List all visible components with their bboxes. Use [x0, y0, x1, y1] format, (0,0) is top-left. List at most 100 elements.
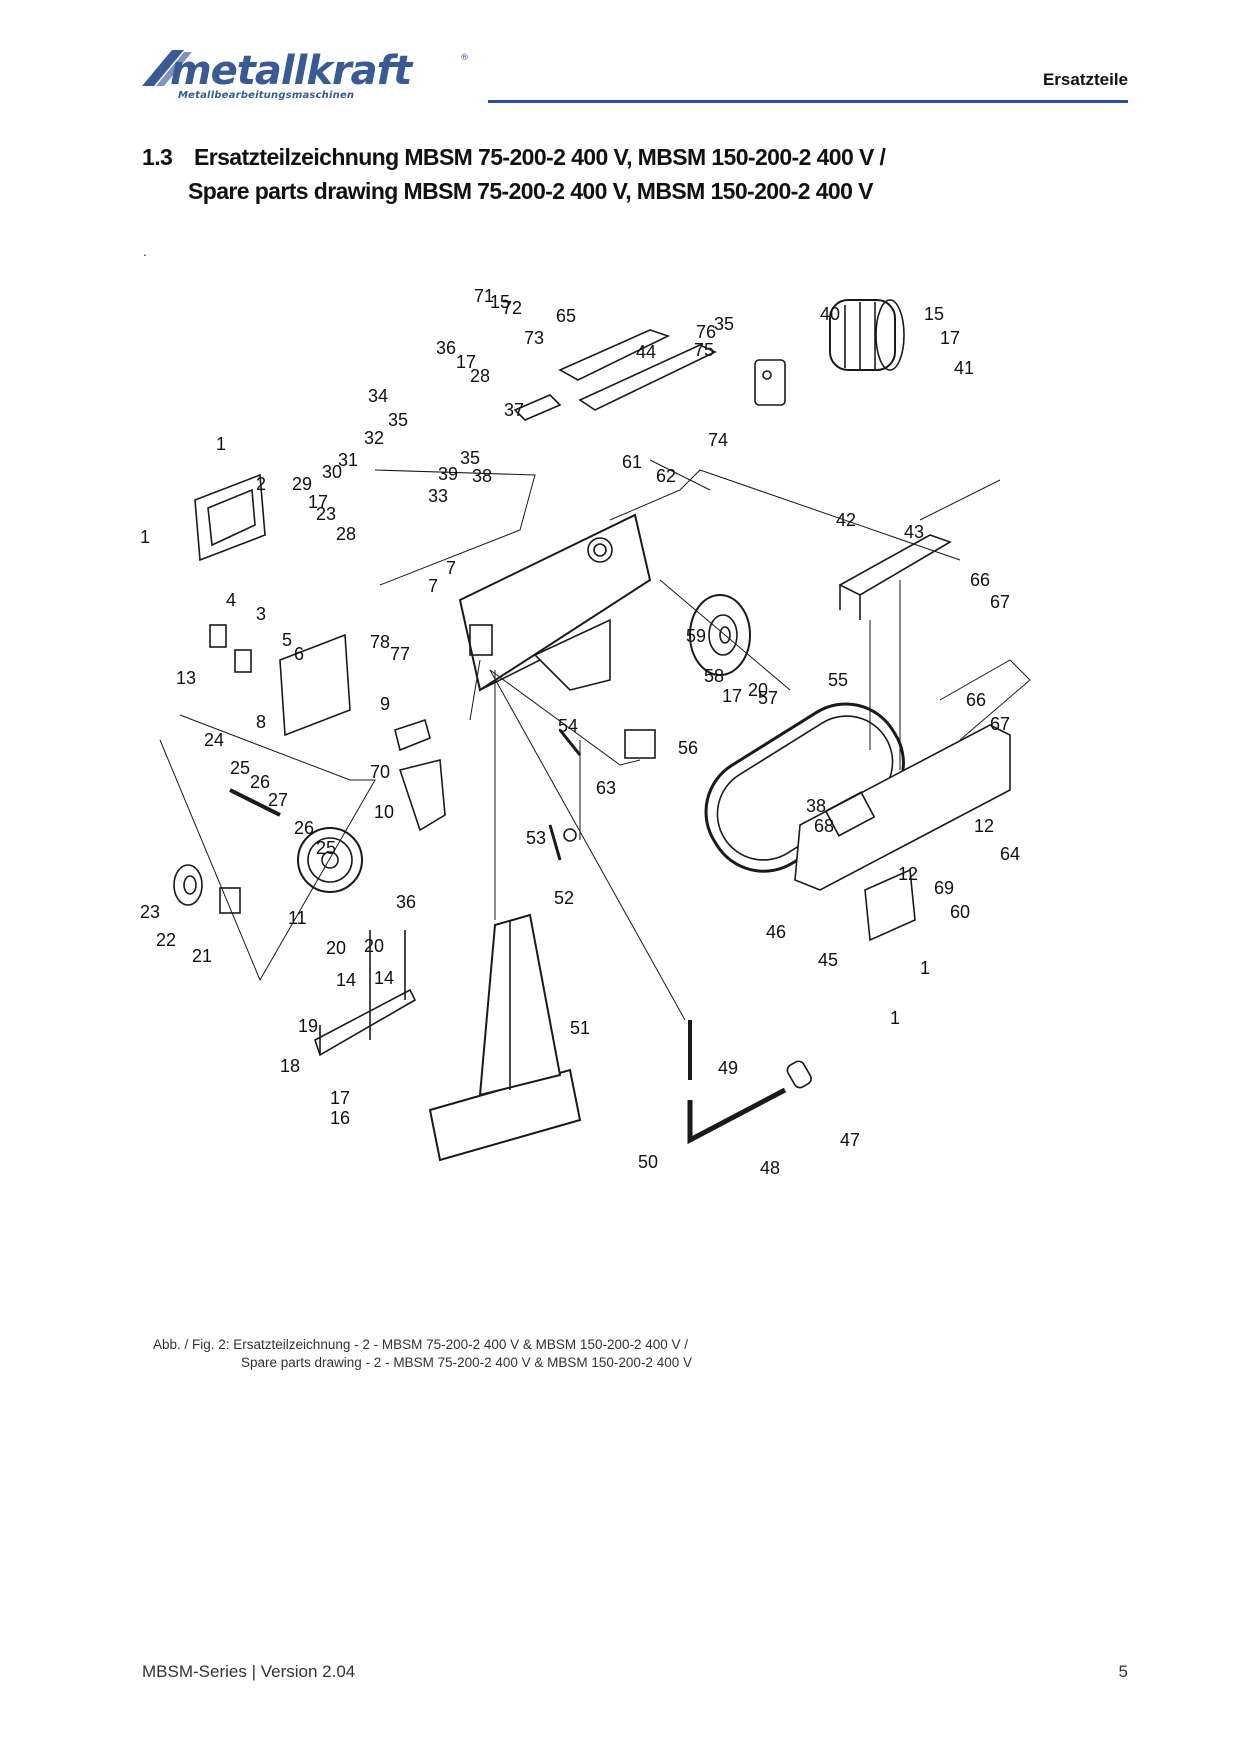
part-callout: 44: [636, 342, 656, 362]
part-callout: 27: [268, 790, 288, 810]
part-callout: 48: [760, 1158, 780, 1178]
part-callout: 75: [694, 340, 714, 360]
part-callout: 77: [390, 644, 410, 664]
logo-wordmark: metallkraft: [170, 48, 414, 94]
footer-series: MBSM-Series | Version 2.04: [142, 1662, 356, 1681]
part-callout: 66: [970, 570, 990, 590]
section-heading: 1.3 Ersatzteilzeichnung MBSM 75-200-2 40…: [142, 140, 886, 208]
part-callout: 23: [316, 504, 336, 524]
part-callout: 76: [696, 322, 716, 342]
contact-wheel: [689, 594, 751, 676]
part-callout: 33: [428, 486, 448, 506]
part-callout: 38: [806, 796, 826, 816]
part-callout: 10: [374, 802, 394, 822]
part-callout: 17: [456, 352, 476, 372]
part-callout: 20: [326, 938, 346, 958]
part-callout: 67: [990, 592, 1010, 612]
part-callout: 12: [974, 816, 994, 836]
part-callout: 65: [556, 306, 576, 326]
section-name: Ersatzteile: [1042, 70, 1128, 89]
part-callout: 20: [364, 936, 384, 956]
part-callout: 15: [924, 304, 944, 324]
part-callout: 73: [524, 328, 544, 348]
part-callout: 28: [470, 366, 490, 386]
part-callout: 1: [140, 527, 150, 547]
part-callout: 34: [368, 386, 388, 406]
part-callout: 53: [526, 828, 546, 848]
part-callout: 36: [396, 892, 416, 912]
machine-stand: [478, 913, 562, 1097]
heading-line-1: Ersatzteilzeichnung MBSM 75-200-2 400 V,…: [194, 144, 886, 170]
part-callout: 25: [316, 838, 336, 858]
part-callout: 39: [438, 464, 458, 484]
part-callout: 6: [294, 644, 304, 664]
figure-caption: Abb. / Fig. 2: Ersatzteilzeichnung - 2 -…: [153, 1336, 692, 1372]
part-callout: 64: [1000, 844, 1020, 864]
part-callout: 26: [250, 772, 270, 792]
page-number: 5: [1118, 1662, 1128, 1681]
part-callout: 49: [718, 1058, 738, 1078]
part-callout: 13: [176, 668, 196, 688]
svg-text:®: ®: [460, 53, 469, 63]
part-callout: 26: [294, 818, 314, 838]
part-callout: 56: [678, 738, 698, 758]
part-callout: 14: [336, 970, 356, 990]
part-callout: 25: [230, 758, 250, 778]
part-callout: 24: [204, 730, 224, 750]
part-callout: 35: [388, 410, 408, 430]
part-callout: 71: [474, 286, 494, 306]
part-callout: 67: [990, 714, 1010, 734]
part-callout: 22: [156, 930, 176, 950]
part-callout: 61: [622, 452, 642, 472]
part-callout: 20: [748, 680, 768, 700]
part-callout: 63: [596, 778, 616, 798]
motor: [829, 299, 896, 371]
part-callout: 19: [298, 1016, 318, 1036]
part-callout: 5: [282, 630, 292, 650]
part-callout: 14: [374, 968, 394, 988]
part-callout: 11: [288, 908, 307, 928]
part-callout: 36: [436, 338, 456, 358]
part-callout: 18: [280, 1056, 300, 1076]
part-callout: 8: [256, 712, 266, 732]
assembly-lines: [159, 459, 1031, 1021]
part-callout: 62: [656, 466, 676, 486]
part-callout: 21: [192, 946, 212, 966]
part-callout: 45: [818, 950, 838, 970]
part-callout: 31: [338, 450, 358, 470]
part-callout: 4: [226, 590, 236, 610]
part-callout: 50: [638, 1152, 658, 1172]
logo-graphic: metallkraft ®: [142, 48, 469, 94]
part-callout: 35: [714, 314, 734, 334]
part-callout: 17: [722, 686, 742, 706]
part-callout: 1: [890, 1008, 900, 1028]
logo-tagline: Metallbearbeitungsmaschinen: [178, 90, 355, 101]
part-callout: 72: [502, 298, 522, 318]
part-callout: 68: [814, 816, 834, 836]
part-callout: 40: [820, 304, 840, 324]
heading-number: 1.3: [142, 144, 173, 170]
part-callout: 69: [934, 878, 954, 898]
caption-line-2: Spare parts drawing - 2 - MBSM 75-200-2 …: [241, 1355, 692, 1370]
part-callout: 55: [828, 670, 848, 690]
part-callout: 35: [460, 448, 480, 468]
part-callout: 42: [836, 510, 856, 530]
part-callout: 7: [446, 558, 456, 578]
stray-mark: .: [143, 243, 147, 259]
part-callout: 9: [380, 694, 390, 714]
part-callout: 46: [766, 922, 786, 942]
caption-line-1: Abb. / Fig. 2: Ersatzteilzeichnung - 2 -…: [153, 1337, 689, 1352]
drive-pulley: [297, 827, 363, 893]
part-callout: 29: [292, 474, 312, 494]
metallkraft-logo: metallkraft ® Metallbearbeitungsmaschine…: [140, 46, 470, 106]
header-rule: [488, 100, 1128, 103]
part-callout: 70: [370, 762, 390, 782]
part-callout: 78: [370, 632, 390, 652]
part-callout: 23: [140, 902, 160, 922]
part-callout: 60: [950, 902, 970, 922]
part-callout: 1: [216, 434, 226, 454]
part-callout: 38: [472, 466, 492, 486]
part-callout: 28: [336, 524, 356, 544]
